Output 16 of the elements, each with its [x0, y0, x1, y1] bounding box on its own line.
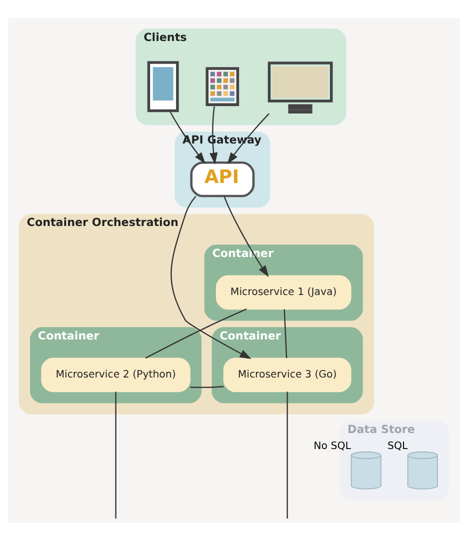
arrow: [227, 113, 270, 164]
cluster: Clients: [136, 28, 346, 126]
node-box: Microservice 2 (Python): [41, 358, 190, 392]
node-label: No SQL: [314, 440, 351, 452]
connector: [286, 392, 288, 519]
arrow: [209, 106, 218, 164]
connector: [284, 309, 288, 358]
connector: [145, 308, 247, 359]
node-box: Microservice 3 (Go): [223, 358, 352, 392]
node-box: API: [190, 161, 255, 198]
node-box: Microservice 1 (Java): [216, 275, 352, 310]
connector: [115, 392, 116, 519]
arrow: [170, 196, 252, 360]
connector: [190, 386, 224, 388]
arrow: [170, 112, 206, 164]
node-label: SQL: [388, 440, 408, 452]
